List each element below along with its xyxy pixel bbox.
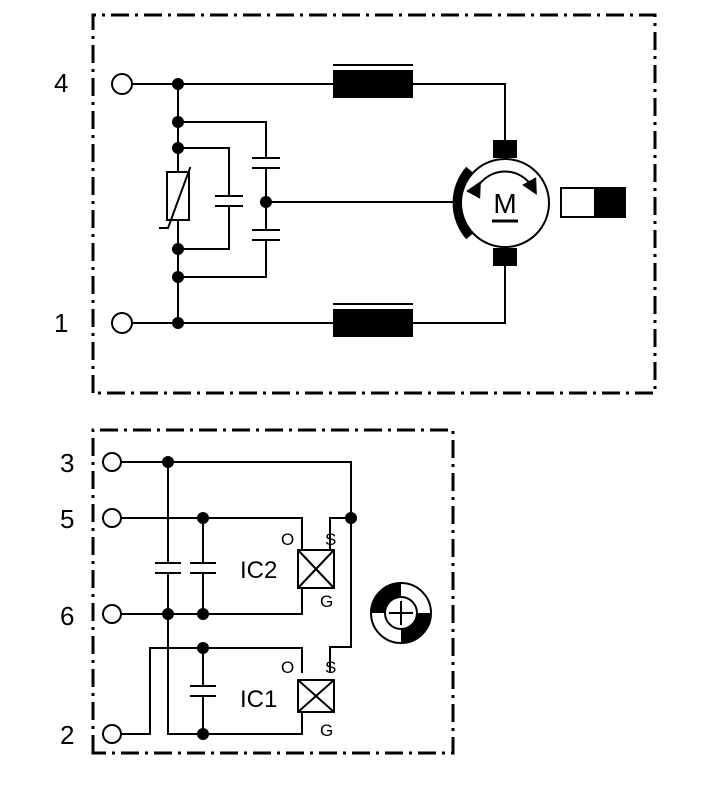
terminal-1 <box>111 312 133 334</box>
terminal-1-label: 1 <box>54 308 68 338</box>
varistor <box>159 147 192 250</box>
sensor-module: IC2 O S G IC1 O S G <box>60 428 455 755</box>
rotation-arrow-icon <box>466 170 537 199</box>
ic1-pin-g: G <box>320 721 333 740</box>
motor-label: M <box>493 188 516 219</box>
wire-terminal-4 <box>132 83 506 141</box>
choke-bottom <box>333 303 413 337</box>
motor-module: M 4 1 <box>54 13 657 395</box>
terminal-5-label: 5 <box>60 504 74 534</box>
wire-terminal-2 <box>120 647 303 735</box>
terminal-2 <box>102 724 122 744</box>
wire-cap-branch-low <box>177 239 267 278</box>
capacitor-c2 <box>190 562 216 574</box>
terminal-4-label: 4 <box>54 68 68 98</box>
ic2-pin-o: O <box>281 530 294 549</box>
capacitor-y1 <box>252 157 280 169</box>
magnet-block <box>560 187 626 218</box>
ic1-pin-o: O <box>281 658 294 677</box>
terminal-3-label: 3 <box>60 448 74 478</box>
brush-top <box>493 140 517 158</box>
wire-cap-branch <box>177 121 267 159</box>
terminal-2-label: 2 <box>60 720 74 750</box>
wire-terminal-6 <box>120 587 303 615</box>
terminal-6 <box>102 604 122 624</box>
capacitor-c1 <box>155 562 181 574</box>
capacitor-c3 <box>190 685 216 697</box>
terminal-3 <box>102 452 122 472</box>
wire-ground-rail <box>167 461 303 735</box>
capacitor-y2 <box>252 229 280 241</box>
ic1-label: IC1 <box>240 686 277 713</box>
motor-module-frame <box>91 13 657 395</box>
dc-motor: M <box>452 140 550 266</box>
junction-dots-top <box>172 78 272 329</box>
ring-magnet-icon <box>370 582 432 644</box>
wire-varistor-branch <box>177 147 230 250</box>
brush-bottom <box>493 248 517 266</box>
ic2-pin-s: S <box>325 530 336 549</box>
wire-terminal-1 <box>132 264 506 324</box>
choke-top <box>333 64 413 98</box>
terminal-6-label: 6 <box>60 601 74 631</box>
ic2-label: IC2 <box>240 557 277 584</box>
hall-ic2: IC2 O S G <box>240 530 336 611</box>
junction-dots-bottom <box>162 456 357 740</box>
capacitor-x <box>215 195 243 207</box>
wire-terminal-3 <box>120 461 352 673</box>
hall-ic1: IC1 O S G <box>240 658 336 740</box>
wire-s-ic2 <box>329 517 352 551</box>
wire-terminal-5 <box>120 517 303 551</box>
ic1-pin-s: S <box>325 658 336 677</box>
terminal-4 <box>111 73 133 95</box>
ic2-pin-g: G <box>320 592 333 611</box>
sensor-module-frame <box>91 428 455 755</box>
motor-case-arc <box>452 166 474 240</box>
terminal-5 <box>102 508 122 528</box>
